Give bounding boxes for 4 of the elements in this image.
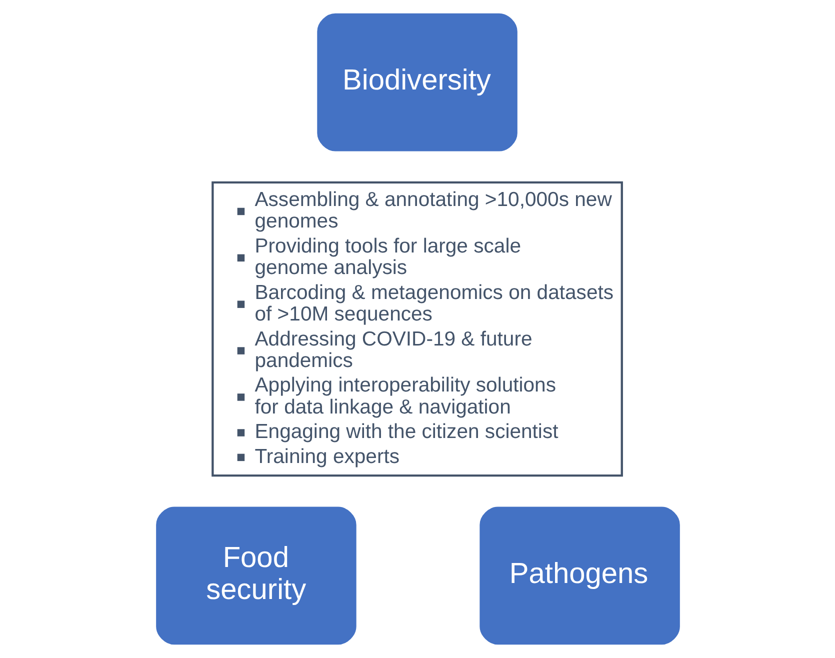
node-box: Pathogens: [479, 506, 680, 645]
node-box: Assembling & annotating >10,000s new genomes Providing tools for large scale genome analysis Barcoding & metagenomics on datasets of >10M sequences Addressing COVID-19 & future pandemics Applying interoperability solutions for data linkage & navigation Engaging with the citizen scientist Training experts: [211, 181, 622, 477]
node-box: Biodiversity: [316, 13, 517, 152]
node-box: Food security: [156, 506, 356, 645]
